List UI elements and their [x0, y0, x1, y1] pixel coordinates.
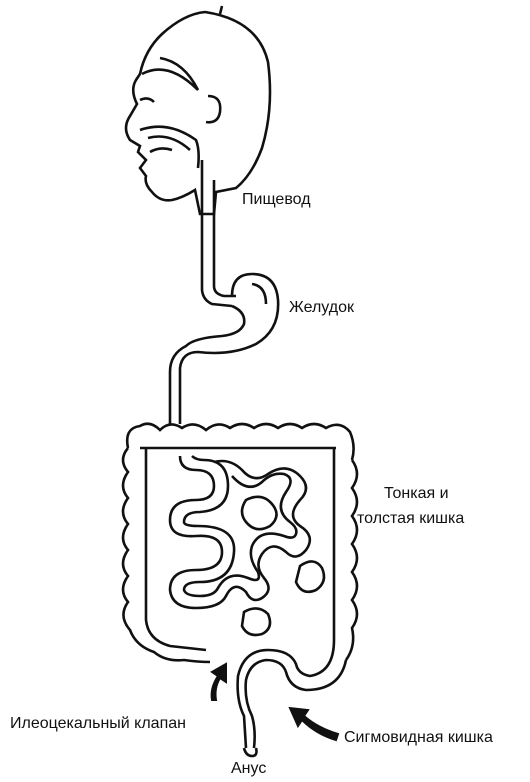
small-intestine [170, 456, 324, 635]
anus-label: Анус [231, 759, 266, 778]
esophagus-label: Пищевод [242, 190, 311, 209]
stomach-label: Желудок [289, 298, 354, 317]
head-outline [126, 6, 270, 214]
ileocecal-valve-arrow [212, 664, 226, 700]
sigmoid-colon-label: Сигмовидная кишка [344, 728, 493, 747]
sigmoid-colon-arrow [290, 708, 338, 740]
intestine-label-line1: Тонкая и [384, 484, 449, 503]
esophagus [202, 160, 236, 306]
colon [123, 424, 357, 756]
intestine-label-line2: толстая кишка [357, 509, 464, 528]
ileocecal-valve-label: Илеоцекальный клапан [10, 714, 186, 733]
